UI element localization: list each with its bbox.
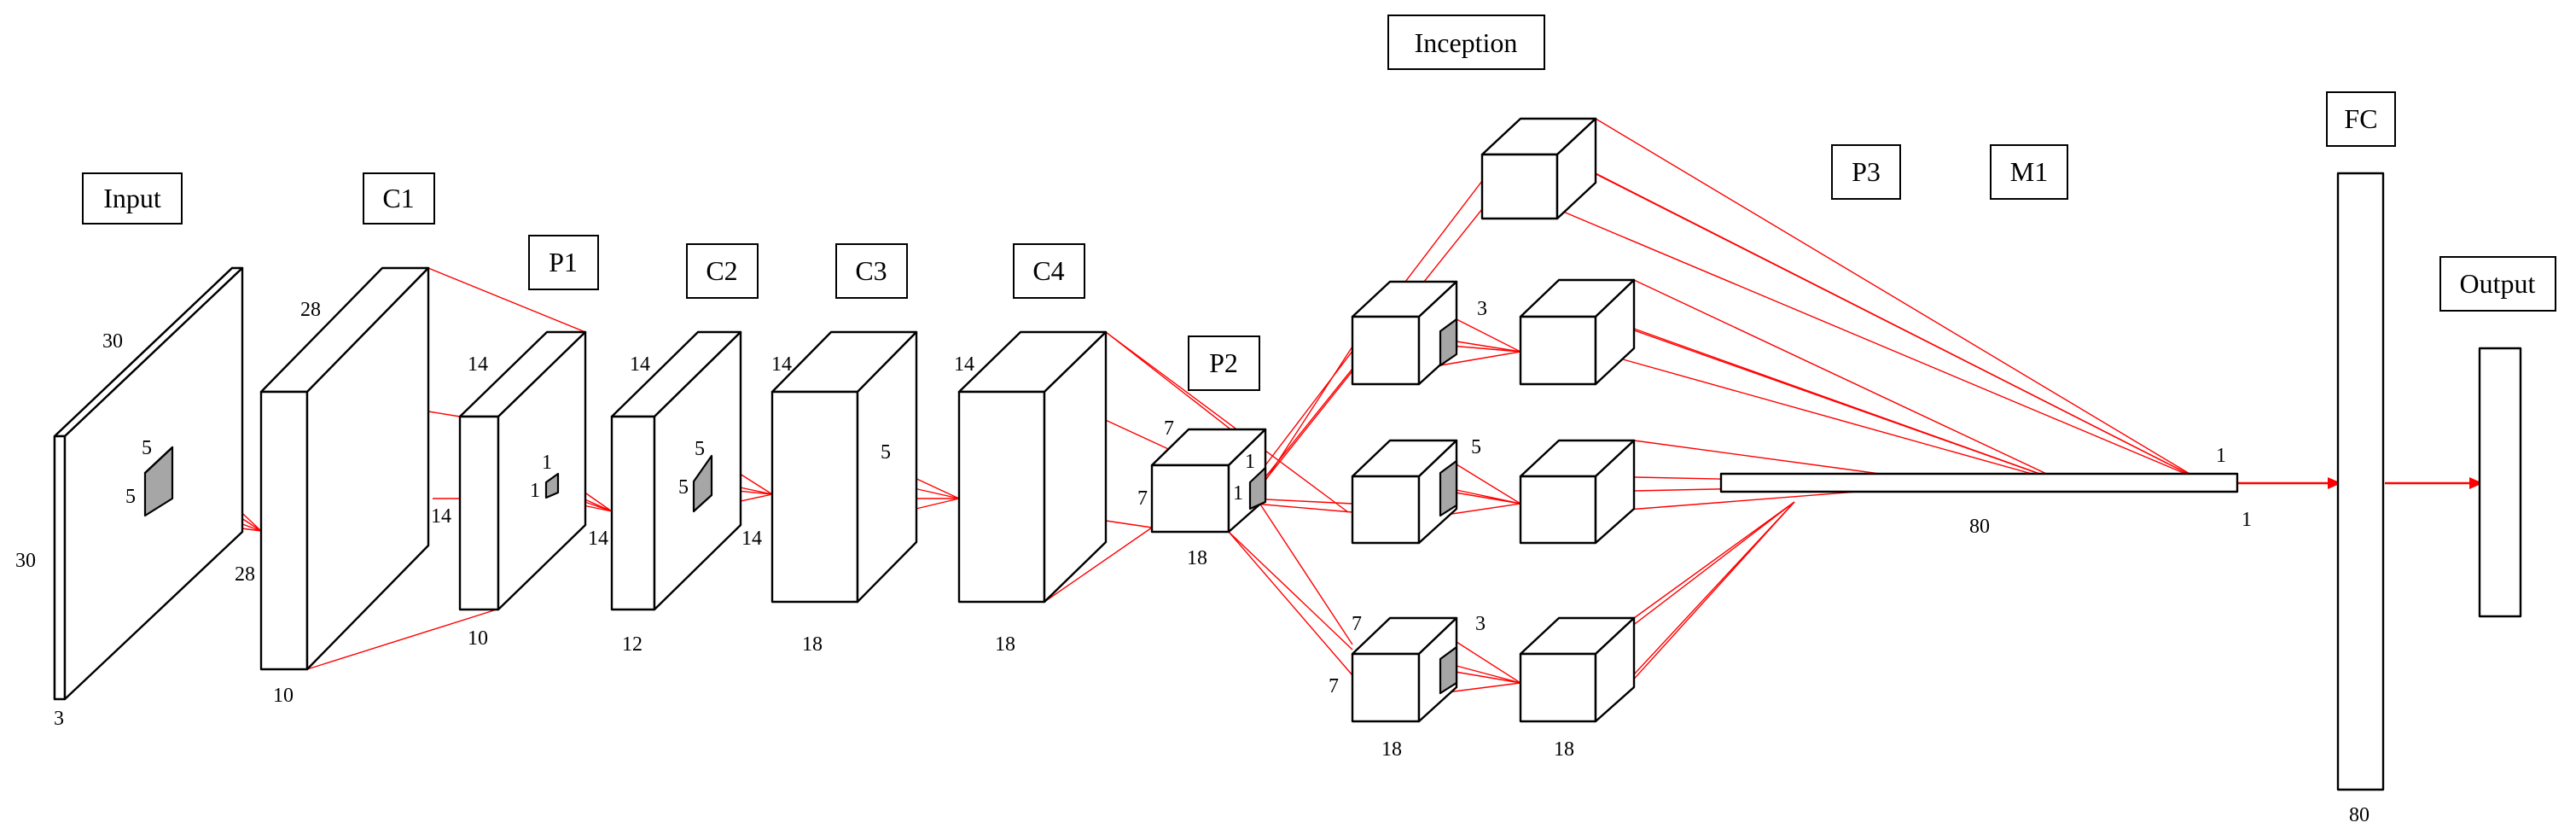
- dim-c1-top: 28: [300, 299, 321, 321]
- dim-c1-side: 28: [235, 563, 255, 586]
- p1-kernel: [544, 472, 560, 499]
- label-output: Output: [2460, 268, 2536, 299]
- c3-layer: [770, 330, 918, 604]
- label-c2: C2: [706, 255, 737, 286]
- dim-p1-kernel-1: 1: [542, 452, 552, 474]
- dim-p1-kernel-2: 1: [530, 480, 540, 502]
- inception-out-2: [1519, 439, 1636, 545]
- output-layer: [2478, 347, 2522, 618]
- dim-c1-depth: 10: [273, 685, 294, 707]
- dim-c4-top: 14: [954, 353, 974, 376]
- dim-p1-top: 14: [468, 353, 488, 376]
- fc-layer: [2336, 172, 2385, 791]
- inception-branch-top: [1480, 117, 1597, 220]
- p1-layer: [458, 330, 587, 611]
- label-p2: P2: [1209, 347, 1238, 378]
- inception-out-3: [1519, 616, 1636, 723]
- dim-inception-depth-2: 18: [1554, 738, 1574, 761]
- dim-c4-depth: 18: [995, 633, 1015, 656]
- inception-conv5-block: [1351, 439, 1458, 545]
- label-m1: M1: [2010, 156, 2048, 187]
- dim-c3-top: 14: [771, 353, 792, 376]
- dim-inception-k5: 5: [1471, 436, 1481, 458]
- dim-c2-kernel-1: 5: [695, 438, 705, 460]
- dim-p2-top: 7: [1164, 417, 1174, 440]
- dim-input-kernel-1: 5: [142, 437, 152, 459]
- c4-layer: [957, 330, 1108, 604]
- dim-m1-width: 1: [2216, 445, 2226, 467]
- label-inception: Inception: [1415, 27, 1518, 58]
- c2-layer: [610, 330, 742, 611]
- dim-inception-k3: 3: [1477, 298, 1487, 320]
- dim-inception-width: 7: [1352, 613, 1362, 635]
- dim-p1-side: 14: [431, 505, 451, 528]
- input-layer: [53, 266, 244, 701]
- dim-p1-depth: 10: [468, 627, 488, 650]
- stage-labels: Input C1 P1 C2 C3 C4 P2 Inception P3 M1 …: [82, 15, 2556, 391]
- p2-kernel: [1248, 466, 1267, 510]
- dim-input-depth: 3: [54, 708, 64, 730]
- inception-conv3b-block: [1351, 616, 1458, 723]
- dim-fc-length: 80: [2349, 804, 2370, 826]
- dim-input-height: 30: [15, 550, 36, 572]
- inception-out-1: [1519, 278, 1636, 386]
- dim-c3-depth: 18: [802, 633, 823, 656]
- dim-p1-right: 14: [588, 528, 608, 550]
- dim-c2-top: 14: [630, 353, 650, 376]
- dim-input-kernel-2: 5: [125, 486, 136, 508]
- m1-vector: [1719, 472, 2239, 493]
- flow-arrows: [2238, 477, 2483, 489]
- dim-p2-kernel-2: 1: [1233, 482, 1243, 505]
- inception-conv3-block: [1351, 280, 1458, 386]
- label-c4: C4: [1032, 255, 1064, 286]
- dim-m1-height: 1: [2242, 509, 2252, 531]
- c2-kernel: [692, 454, 713, 513]
- dim-inception-height: 7: [1329, 675, 1339, 697]
- dim-c3-kernel: 5: [881, 441, 891, 464]
- dim-c2-side: 14: [741, 528, 762, 550]
- dim-inception-depth-1: 18: [1381, 738, 1402, 761]
- dimension-labels: 30 30 3 5 5 28 28 10 14 14 10 1 1 14 14 …: [15, 298, 2370, 826]
- dim-input-width: 30: [102, 330, 123, 353]
- dim-p2-kernel-1: 1: [1245, 451, 1255, 473]
- label-input: Input: [103, 183, 161, 213]
- dim-p2-side: 7: [1137, 487, 1148, 510]
- dim-p2-depth: 18: [1187, 547, 1207, 569]
- c1-layer: [259, 266, 430, 671]
- label-c1: C1: [382, 183, 414, 213]
- dim-inception-k3b: 3: [1475, 613, 1486, 635]
- label-fc: FC: [2344, 103, 2377, 134]
- dim-c2-kernel-2: 5: [678, 476, 689, 499]
- dim-c2-depth: 12: [622, 633, 643, 656]
- label-p1: P1: [549, 247, 578, 277]
- dim-m1-length: 80: [1969, 516, 1990, 538]
- label-c3: C3: [855, 255, 887, 286]
- label-p3: P3: [1852, 156, 1881, 187]
- p2-layer: [1150, 428, 1267, 534]
